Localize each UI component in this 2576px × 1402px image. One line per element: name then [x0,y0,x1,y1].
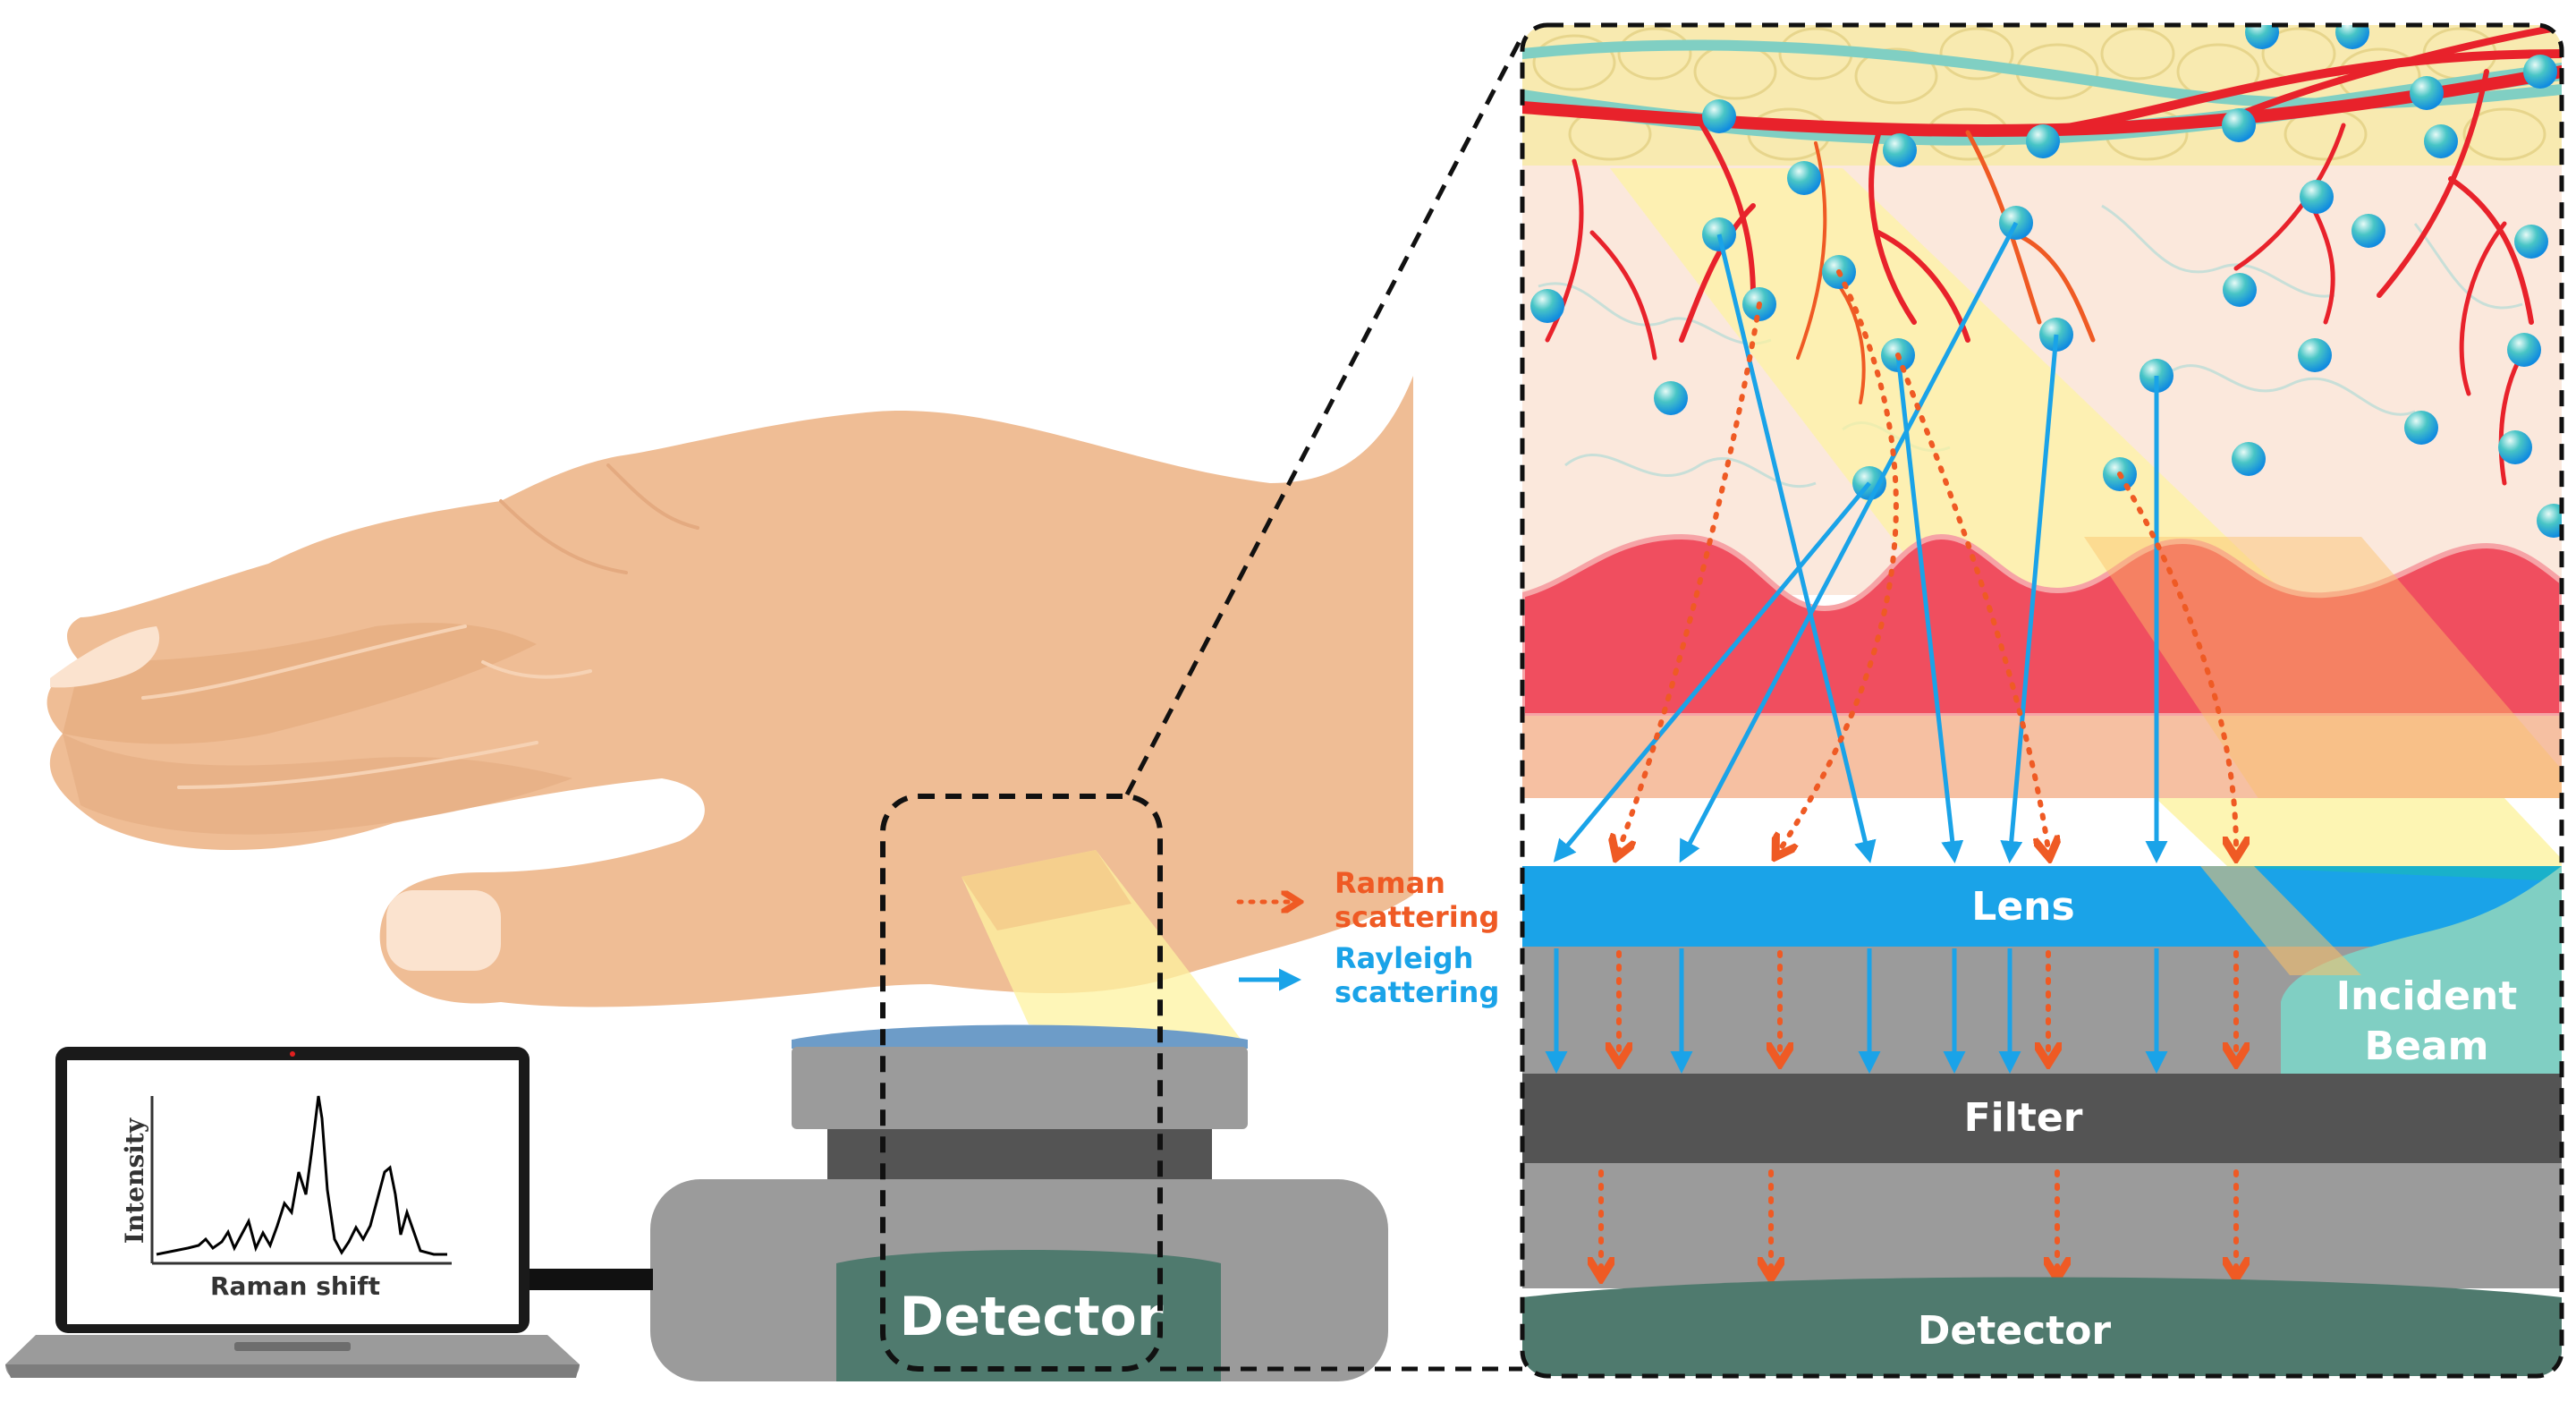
plot-x-label: Raman shift [210,1271,380,1301]
finger-crease [141,625,592,789]
zoom-filter [1522,1074,2562,1163]
device-top-plate [792,1047,1248,1129]
finger-shadow [63,623,537,744]
legend-raman-label-2: scattering [1335,900,1499,934]
legend-rayleigh-label: Rayleigh [1335,941,1473,975]
incident-label-2: Beam [2365,1024,2489,1069]
zoom-lens [1522,866,2562,947]
hand [47,376,1414,1042]
incident-beam-shape [2281,866,2562,1074]
zoom-line-top [1124,34,1525,796]
device-window [792,1024,1248,1049]
plot-y-label: Intensity [120,1117,149,1244]
incident-label-1: Incident [2336,973,2518,1019]
stratum-corneum [1522,716,2562,798]
raman-device: Detector [650,794,1388,1381]
laptop-base-shadow [5,1364,580,1378]
hand-body [47,376,1414,1007]
zoom-panel: Lens Incident Beam Filter Detector [1522,25,2562,1376]
beam-lens-crossing [2200,866,2361,975]
legend-raman-label: Raman [1335,866,1445,900]
laptop-trackpad [234,1342,351,1351]
beam-over-dermis [2084,537,2562,859]
laptop: Intensity Raman shift [5,1047,580,1378]
lens-label: Lens [1971,884,2074,930]
zoom-detector [1522,1277,2562,1376]
zoom-border [1520,22,2564,1379]
zoom-connectors [1124,34,1525,1372]
device-detector [836,1250,1221,1381]
laptop-screen [67,1060,519,1324]
hand-beam-spot [962,850,1131,930]
device-filter-band [827,1129,1212,1185]
device-detector-label: Detector [900,1286,1164,1348]
raman-arrows-filter [1601,1169,2236,1270]
legend-rayleigh-label-2: scattering [1335,975,1499,1009]
raman-spectrum [156,1095,447,1256]
laptop-camera [290,1051,295,1057]
thumb-nail [386,890,501,971]
device-zoom-box [880,794,1163,1372]
raman-arrows-lens [1619,950,2236,1056]
zoom-detector-label: Detector [1918,1308,2112,1354]
knuckle-line [499,463,699,574]
beam-gap [2156,798,2562,866]
zoom-grey-2 [1522,1163,2562,1288]
rayleigh-arrows-tissue [1553,221,2168,863]
raman-arrows-tissue [1619,269,2236,850]
filter-label: Filter [1964,1095,2083,1141]
legend: Raman scattering Rayleigh scattering [1236,866,1499,1009]
cable [528,1269,653,1290]
index-fingernail [50,626,160,688]
rayleigh-arrows-lens [1545,948,2168,1074]
